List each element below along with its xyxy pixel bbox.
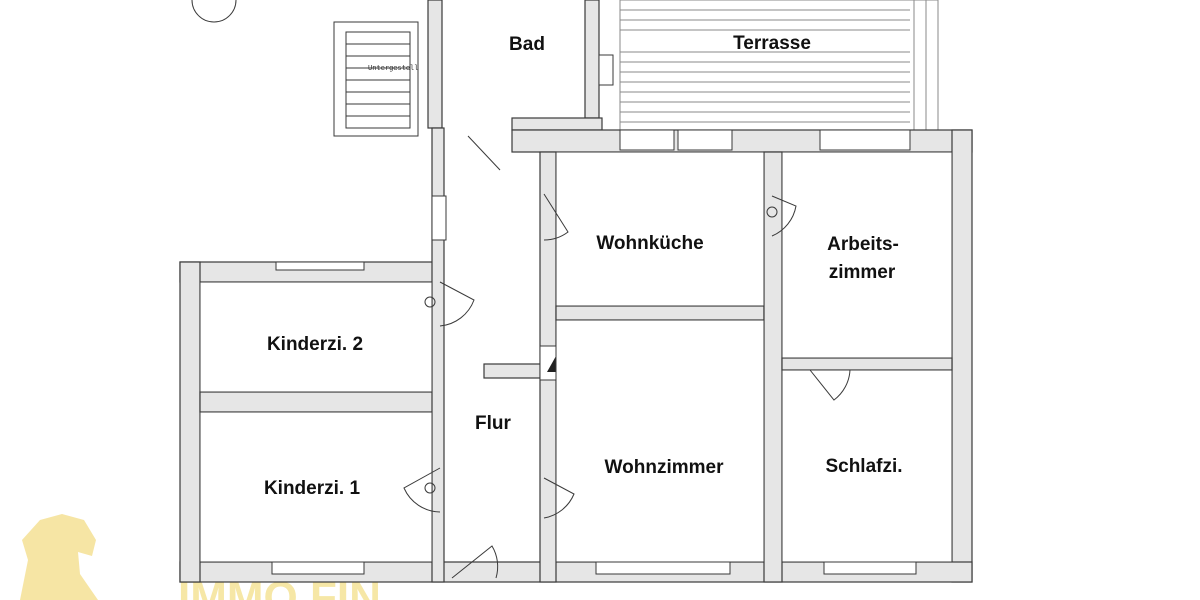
room-label-schlafzimmer: Schlafzi. (825, 456, 902, 477)
terrace-deck (619, 0, 939, 131)
stair-untergestell: Untergestell (333, 21, 419, 137)
room-label-kinderzimmer-1: Kinderzi. 1 (264, 478, 361, 499)
round-fixture (191, 0, 237, 23)
watermark: IMMO FIN (20, 514, 381, 600)
stair-label: Untergestell (368, 64, 419, 72)
room-label-terrasse: Terrasse (733, 33, 811, 54)
room-label-bad: Bad (509, 34, 545, 55)
room-floors (199, 151, 953, 563)
room-label-wohnkueche: Wohnküche (596, 233, 703, 254)
room-label-wohnzimmer: Wohnzimmer (605, 457, 725, 478)
doors (403, 135, 851, 579)
bathroom-walls (427, 0, 614, 131)
room-label-arbeitszimmer-line2: zimmer (829, 262, 896, 283)
room-label-flur: Flur (475, 413, 511, 434)
windows (271, 129, 917, 575)
room-labels: Bad Terrasse Wohnküche Arbeits- zimmer K… (264, 33, 903, 499)
room-label-kinderzimmer-2: Kinderzi. 2 (267, 334, 363, 355)
room-label-arbeitszimmer-line1: Arbeits- (827, 234, 899, 255)
horse-head-logo (20, 514, 98, 600)
